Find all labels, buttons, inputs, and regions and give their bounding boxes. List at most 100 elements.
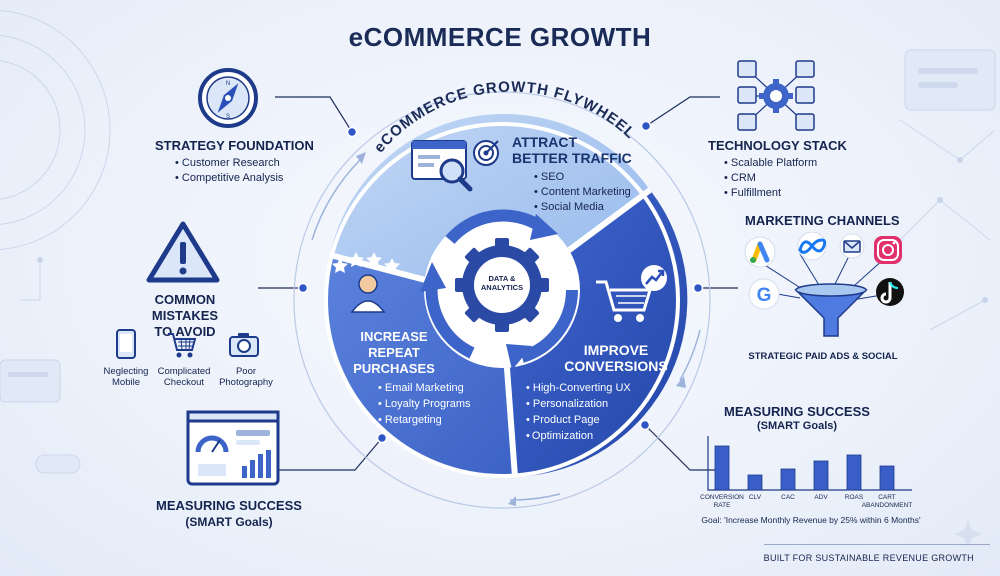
tech-item: Fulfillment <box>724 186 817 201</box>
improve-title-line1: IMPROVE <box>583 342 649 358</box>
mistake-mobile-line2: Mobile <box>112 377 140 388</box>
instagram-icon <box>874 236 902 264</box>
chart-tick-label: RATE <box>714 502 732 509</box>
improve-item-continued: Optimization <box>531 430 594 442</box>
mistake-photography-line2: Photography <box>219 377 273 388</box>
repeat-item: Loyalty Programs <box>378 396 471 412</box>
repeat-list: Email Marketing Loyalty Programs Retarge… <box>378 380 471 428</box>
chart-tick-label: CLV <box>749 494 762 501</box>
attract-list: SEO Content Marketing Social Media <box>534 170 631 215</box>
chart-tick-label: CAC <box>781 494 795 501</box>
attract-title-line2: BETTER TRAFFIC <box>512 150 632 166</box>
tech-list: Scalable Platform CRM Fulfillment <box>724 156 817 201</box>
mistake-checkout-line2: Checkout <box>163 377 205 388</box>
mistakes-title-line1: COMMON MISTAKES <box>151 292 219 323</box>
chart-tick-label: ROAS <box>845 494 864 501</box>
chart-bar <box>714 445 730 491</box>
mistake-photography-line1: Poor <box>235 366 257 377</box>
google-ads-icon <box>744 236 776 268</box>
gear-icon <box>455 238 549 332</box>
mistake-checkout-line1: Complicated <box>157 366 211 377</box>
improve-title-line2: CONVERSIONS <box>564 358 668 374</box>
hub-line1: DATA & <box>488 274 516 283</box>
chart-tick-label: ABANDONMENT <box>862 502 913 509</box>
tech-title: TECHNOLOGY STACK <box>708 138 847 153</box>
footer-text: BUILT FOR SUSTAINABLE REVENUE GROWTH <box>763 553 974 563</box>
repeat-item: Email Marketing <box>378 380 471 396</box>
repeat-title-line2: REPEAT <box>368 345 420 360</box>
chart-bar <box>747 474 763 491</box>
email-icon <box>839 233 865 259</box>
measure-right-title: MEASURING SUCCESS <box>724 404 870 419</box>
strategy-item: Competitive Analysis <box>175 171 284 186</box>
measure-right-block: MEASURING SUCCESS (SMART Goals) <box>722 404 872 432</box>
chart-axis <box>707 436 912 491</box>
hub-label: DATA & ANALYTICS <box>472 274 532 292</box>
hub-line2: ANALYTICS <box>480 283 524 292</box>
tech-item: CRM <box>724 171 817 186</box>
repeat-title-line1: INCREASE <box>360 329 428 344</box>
wedge-attract <box>330 113 650 300</box>
marketing-caption: STRATEGIC PAID ADS & SOCIAL <box>748 351 898 362</box>
repeat-title-line3: PURCHASES <box>353 361 435 376</box>
improve-title: IMPROVE CONVERSIONS <box>556 342 676 374</box>
svg-text:N: N <box>226 81 230 87</box>
strategy-list: Customer Research Competitive Analysis <box>175 156 284 186</box>
cart-growth-icon <box>596 265 667 322</box>
attract-item: Social Media <box>534 200 631 215</box>
improve-list: High-Converting UX Personalization Produ… <box>526 380 631 444</box>
improve-item: Personalization <box>526 396 631 412</box>
marketing-funnel: G <box>744 232 904 337</box>
mistake-item-checkout: Complicated Checkout <box>154 366 214 388</box>
footer-rule <box>764 544 990 545</box>
chart-bar <box>813 460 829 491</box>
repeat-title: INCREASE REPEAT PURCHASES <box>346 329 442 377</box>
attract-title: ATTRACT BETTER TRAFFIC <box>512 134 632 166</box>
improve-item: High-Converting UX <box>526 380 631 396</box>
meta-icon <box>797 232 827 261</box>
page-title: eCOMMERCE GROWTH <box>348 22 652 52</box>
chart-bar <box>846 454 862 491</box>
chart-tick-label: ADV <box>814 494 828 501</box>
measure-left-subtitle: (SMART Goals) <box>185 515 273 529</box>
svg-text:S: S <box>226 114 230 120</box>
strategy-title: STRATEGY FOUNDATION <box>155 138 314 153</box>
mobile-phone-icon <box>116 329 136 359</box>
camera-icon <box>229 333 259 357</box>
measure-right-subtitle: (SMART Goals) <box>756 420 838 432</box>
attract-item: Content Marketing <box>534 185 631 200</box>
attract-item: SEO <box>534 170 631 185</box>
measure-left-block: MEASURING SUCCESS (SMART Goals) <box>156 498 302 529</box>
outer-ring <box>293 91 711 509</box>
mistakes-title-line2: TO AVOID <box>154 324 216 339</box>
web-search-icon <box>411 140 499 192</box>
mistakes-title: COMMON MISTAKES TO AVOID <box>120 292 250 340</box>
measure-right-goal: Goal: 'Increase Monthly Revenue by 25% w… <box>701 515 921 525</box>
mistake-mobile-line1: Neglecting <box>103 366 149 377</box>
customer-rating-icon <box>332 252 400 313</box>
compass-icon: N S <box>198 68 258 128</box>
warning-icon <box>146 221 220 283</box>
shopping-cart-icon <box>168 333 197 358</box>
repeat-item: Retargeting <box>378 412 471 428</box>
chart-bar <box>879 465 895 491</box>
chart-tick-label: CONVERSION <box>700 494 744 501</box>
mistake-item-mobile: Neglecting Mobile <box>98 366 154 388</box>
funnel-icon <box>794 283 868 337</box>
strategy-item: Customer Research <box>175 156 283 171</box>
svg-text:G: G <box>757 285 772 306</box>
tech-gear-network-icon <box>737 60 815 131</box>
dashboard-icon <box>186 410 280 486</box>
google-icon: G <box>748 278 780 310</box>
improve-item: Product Page <box>526 412 631 428</box>
attract-title-line1: ATTRACT <box>512 134 578 150</box>
chart-bar <box>780 468 796 491</box>
tiktok-icon <box>876 278 904 306</box>
marketing-title: MARKETING CHANNELS <box>745 213 900 228</box>
tech-item: Scalable Platform <box>724 156 817 171</box>
improve-item-cont: Optimization <box>526 428 631 444</box>
